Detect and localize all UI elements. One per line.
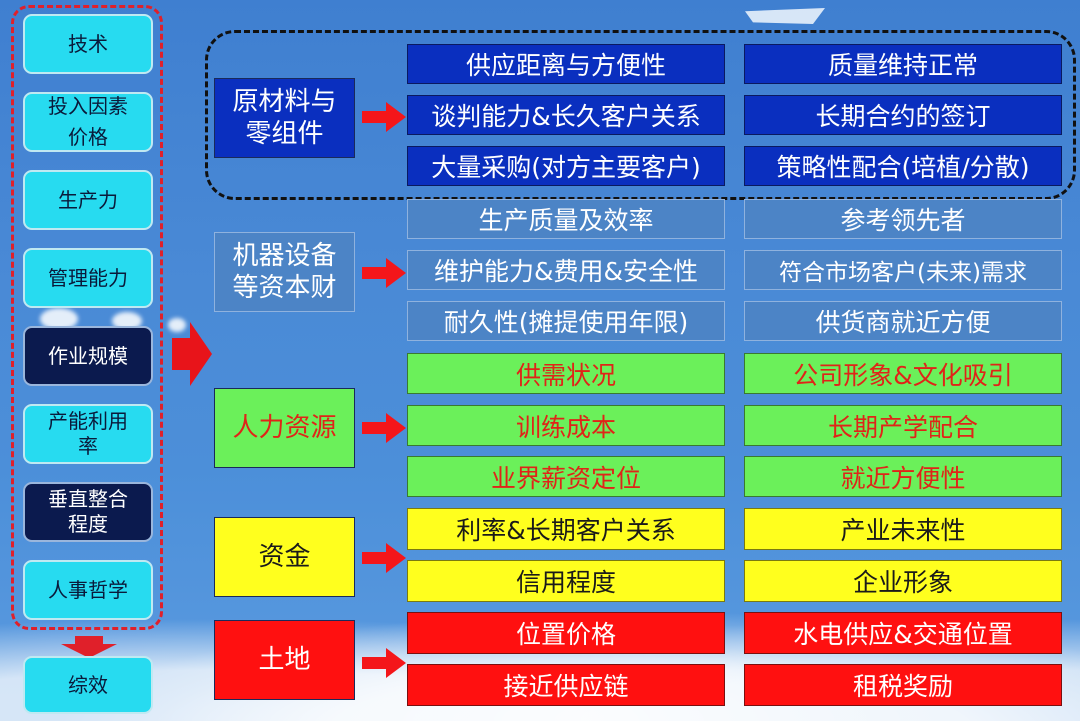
factor-cell: 耐久性(摊提使用年限) <box>407 301 725 341</box>
left-item-vertical-integration: 垂直整合程度 <box>23 482 153 542</box>
left-item-operation-scale: 作业规模 <box>23 326 153 386</box>
factor-cell: 企业形象 <box>744 560 1062 602</box>
left-item-technology: 技术 <box>23 14 153 74</box>
category-raw-materials: 原材料与零组件 <box>214 78 355 158</box>
factor-cell: 参考领先者 <box>744 199 1062 239</box>
background-plane <box>745 8 825 24</box>
red-arrow-icon <box>362 258 406 288</box>
red-arrow-icon <box>362 413 406 443</box>
factor-cell: 业界薪资定位 <box>407 456 725 497</box>
factor-cell: 利率&长期客户关系 <box>407 508 725 550</box>
factor-cell: 维护能力&费用&安全性 <box>407 250 725 290</box>
factor-cell: 大量采购(对方主要客户) <box>407 146 725 186</box>
factor-cell: 生产质量及效率 <box>407 199 725 239</box>
factor-cell: 租税奖励 <box>744 664 1062 706</box>
factor-cell: 公司形象&文化吸引 <box>744 353 1062 394</box>
factor-cell: 策略性配合(培植/分散) <box>744 146 1062 186</box>
factor-cell: 谈判能力&长久客户关系 <box>407 95 725 135</box>
factor-cell: 符合市场客户(未来)需求 <box>744 250 1062 290</box>
result-synergy: 综效 <box>23 656 153 714</box>
factor-cell: 长期产学配合 <box>744 405 1062 446</box>
down-arrow-icon <box>61 636 117 658</box>
factor-cell: 信用程度 <box>407 560 725 602</box>
factor-cell: 质量维持正常 <box>744 44 1062 84</box>
factor-cell: 位置价格 <box>407 612 725 654</box>
factor-cell: 供应距离与方便性 <box>407 44 725 84</box>
red-arrow-icon <box>362 543 406 573</box>
category-human-resources: 人力资源 <box>214 388 355 468</box>
category-capital-equipment: 机器设备等资本财 <box>214 232 355 312</box>
factor-cell: 产业未来性 <box>744 508 1062 550</box>
left-item-hr-philosophy: 人事哲学 <box>23 560 153 620</box>
red-arrow-icon <box>362 102 406 132</box>
factor-cell: 训练成本 <box>407 405 725 446</box>
red-arrow-icon <box>362 648 406 678</box>
factor-cell: 就近方便性 <box>744 456 1062 497</box>
factor-cell: 水电供应&交通位置 <box>744 612 1062 654</box>
category-capital-funds: 资金 <box>214 517 355 597</box>
big-right-arrow-icon <box>172 322 212 386</box>
factor-cell: 接近供应链 <box>407 664 725 706</box>
left-item-management: 管理能力 <box>23 248 153 308</box>
category-land: 土地 <box>214 620 355 700</box>
left-item-productivity: 生产力 <box>23 170 153 230</box>
left-item-capacity-utilization: 产能利用率 <box>23 404 153 464</box>
factor-cell: 供需状况 <box>407 353 725 394</box>
left-item-input-price: 投入因素价格 <box>23 92 153 152</box>
factor-cell: 供货商就近方便 <box>744 301 1062 341</box>
factor-cell: 长期合约的签订 <box>744 95 1062 135</box>
